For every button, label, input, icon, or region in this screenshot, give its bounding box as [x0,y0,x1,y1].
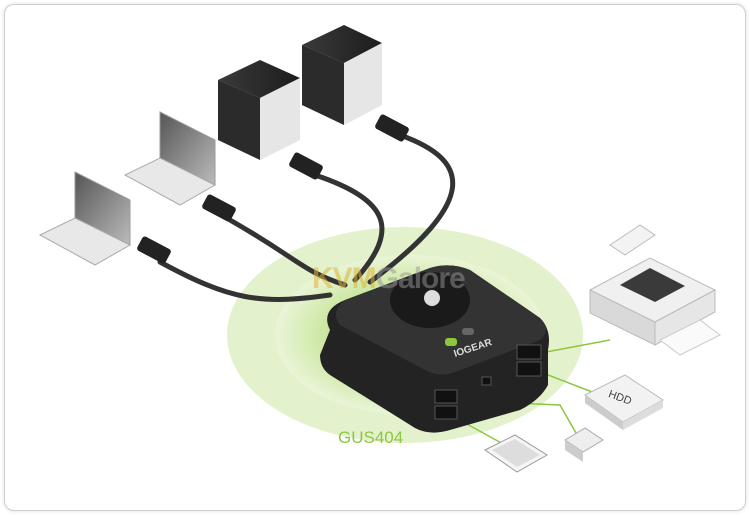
led-green [445,338,457,346]
smartphone [484,434,548,473]
printer [588,224,721,356]
desktop-tower-1 [218,60,300,160]
model-label: GUS404 [338,428,404,447]
image-frame [4,4,746,511]
hdd [584,374,664,430]
laptop-1 [38,171,132,266]
watermark: KVMGalore [312,262,466,295]
switch-button-icon [424,290,440,306]
led-off [462,328,474,335]
laptop-2 [123,111,217,206]
desktop-tower-2 [302,25,382,125]
usb-flash-drive [564,427,604,462]
usb-switch-hub: IOGEAR [320,265,549,433]
cable-plugs [137,114,409,264]
cables [157,132,455,302]
